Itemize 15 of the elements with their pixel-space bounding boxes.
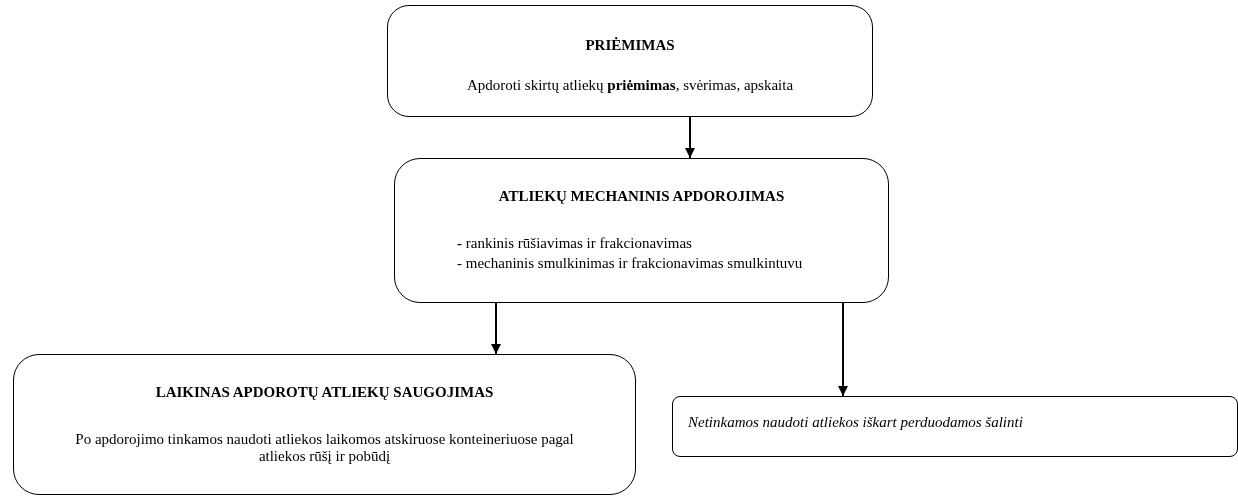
box-description: Apdoroti skirtų atliekų priėmimas, svėrimas, apskaita: [465, 77, 795, 94]
list-item: - rankinis rūšiavimas ir frakcionavimas: [457, 235, 693, 252]
arrow: [685, 116, 695, 159]
process-box: [13, 354, 636, 495]
arrow: [838, 302, 848, 397]
box-description: Po apdorojimo tinkamos naudoti atliekos laikomos atskiruose konteineriuose pagal atliekos rūšį ir pobūdį: [74, 431, 575, 465]
arrow: [491, 302, 501, 355]
box-heading: LAIKINAS APDOROTŲ ATLIEKŲ SAUGOJIMAS: [154, 384, 495, 401]
process-box: [672, 396, 1238, 457]
box-heading: PRIĖMIMAS: [584, 37, 676, 54]
process-box: [394, 158, 889, 303]
process-box: [387, 5, 873, 117]
list-item: - mechaninis smulkinimas ir frakcionavimas smulkintuvu: [457, 255, 804, 272]
box-heading: ATLIEKŲ MECHANINIS APDOROJIMAS: [497, 188, 786, 205]
process-text: Netinkamos naudoti atliekos iškart perduodamos šalinti: [688, 414, 1024, 431]
